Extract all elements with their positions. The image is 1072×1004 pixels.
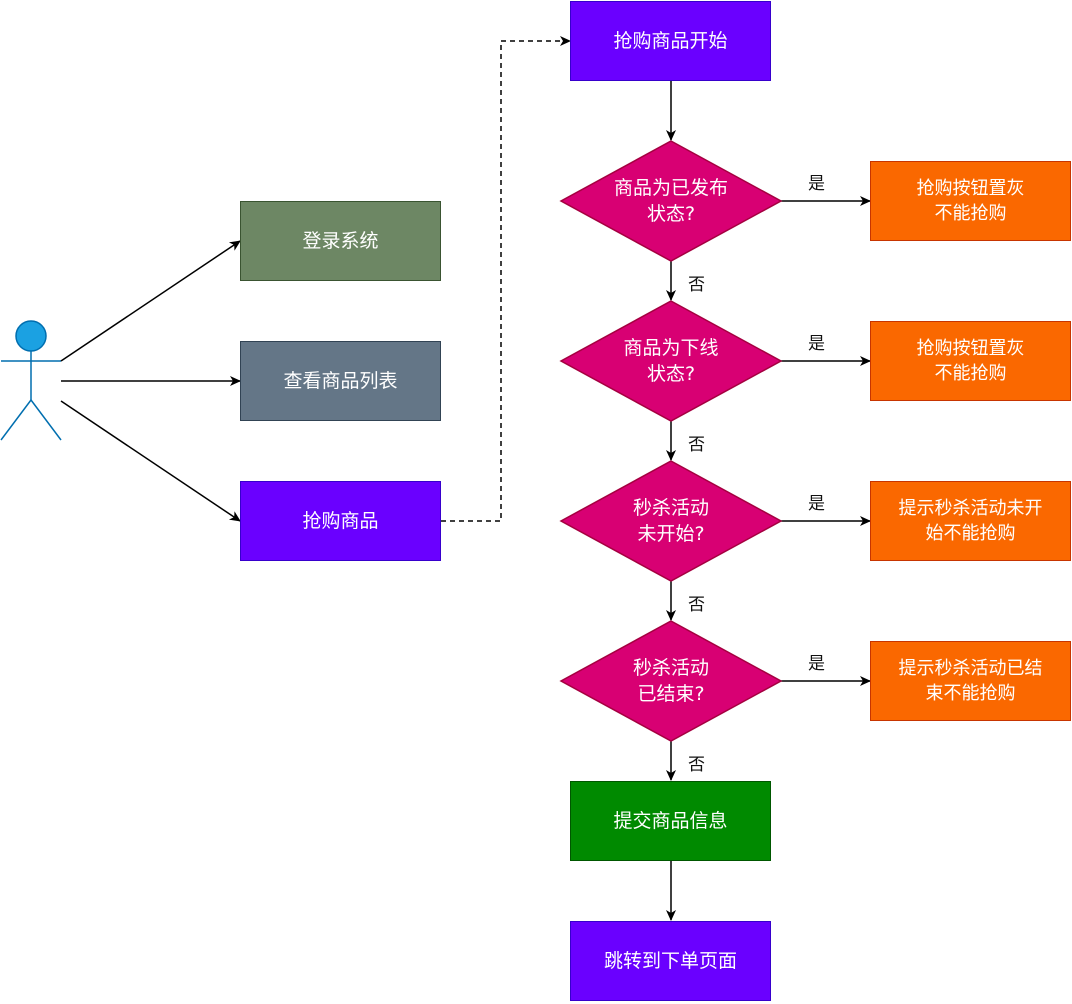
result-node-4[interactable]: 提示秒杀活动已结 束不能抢购 <box>870 641 1071 721</box>
result-node-2[interactable]: 抢购按钮置灰 不能抢购 <box>870 321 1071 401</box>
view-product-list-node[interactable]: 查看商品列表 <box>240 341 441 421</box>
yes-label-4: 是 <box>808 654 825 674</box>
flash-sale-start-node[interactable]: 抢购商品开始 <box>570 1 771 81</box>
yes-label-1: 是 <box>808 174 825 194</box>
submit-product-info-node[interactable]: 提交商品信息 <box>570 781 771 861</box>
yes-label-2: 是 <box>808 334 825 354</box>
buy-product-node[interactable]: 抢购商品 <box>240 481 441 561</box>
edge-buy-start-dashed <box>441 36 571 522</box>
decision-diamond-2[interactable] <box>559 300 783 422</box>
no-label-1: 否 <box>688 275 705 295</box>
result-node-3[interactable]: 提示秒杀活动未开 始不能抢购 <box>870 481 1071 561</box>
decision-2-text: 商品为下线 状态? <box>623 337 719 385</box>
no-label-2: 否 <box>688 435 705 455</box>
yes-label-3: 是 <box>808 494 825 514</box>
decision-diamond-1[interactable] <box>559 140 783 262</box>
decision-4-text: 秒杀活动 已结束? <box>632 657 709 705</box>
edge-actor-buy <box>60 400 241 522</box>
decision-1-text: 商品为已发布 状态? <box>613 177 728 225</box>
go-to-order-page-node[interactable]: 跳转到下单页面 <box>570 921 771 1001</box>
no-label-4: 否 <box>688 755 705 775</box>
decision-3-text: 秒杀活动 未开始? <box>632 497 709 545</box>
actor-icon <box>0 320 62 441</box>
decision-diamond-3[interactable] <box>559 460 783 582</box>
result-node-1[interactable]: 抢购按钮置灰 不能抢购 <box>870 161 1071 241</box>
login-system-node[interactable]: 登录系统 <box>240 201 441 281</box>
no-label-3: 否 <box>688 595 705 615</box>
decision-diamond-4[interactable] <box>559 620 783 742</box>
edge-actor-login <box>60 240 241 362</box>
